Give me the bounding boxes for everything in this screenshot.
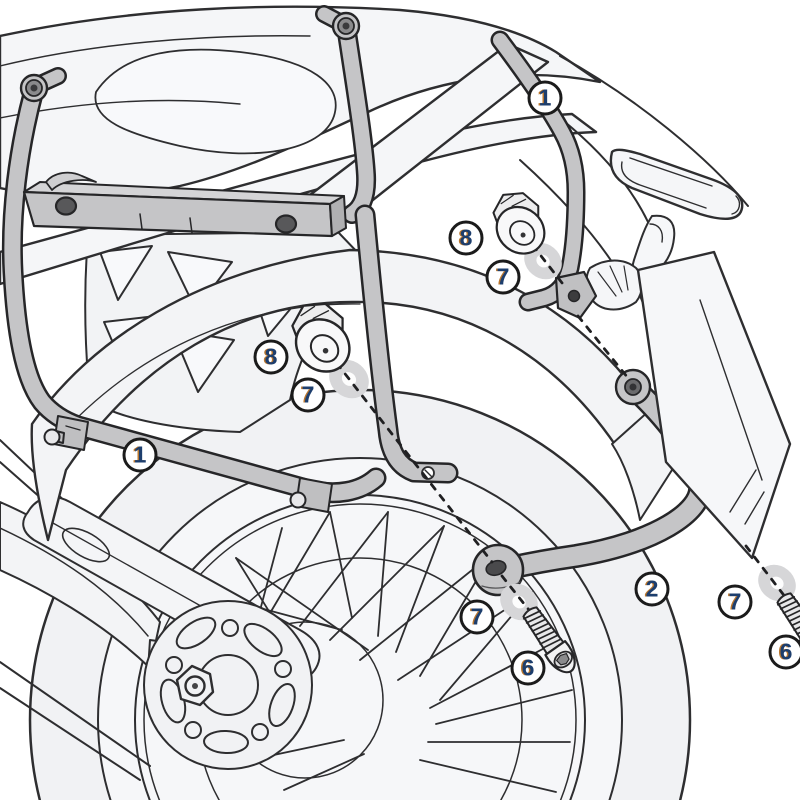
callout-part-1-top: 1 bbox=[527, 80, 563, 116]
callout-part-6-bolt-r: 6 bbox=[768, 634, 800, 670]
fender-bracket bbox=[585, 259, 643, 311]
callout-part-7-bolt-l: 7 bbox=[459, 599, 495, 635]
grab-rail bbox=[609, 148, 744, 220]
rack-mount-tab-front bbox=[43, 415, 89, 451]
axle-nut bbox=[175, 664, 215, 707]
callout-part-8-lower: 8 bbox=[253, 339, 289, 375]
sprocket bbox=[143, 600, 313, 770]
callout-part-2-strap: 2 bbox=[634, 571, 670, 607]
rack-crossbar bbox=[22, 171, 347, 238]
bolt-part6-right bbox=[776, 592, 800, 660]
bolt-part6-left bbox=[522, 606, 576, 674]
knob-part8-upper bbox=[492, 192, 546, 255]
callout-part-6-bolt-l: 6 bbox=[510, 650, 546, 686]
knob-part8-lower bbox=[291, 302, 351, 373]
mud-flap bbox=[636, 250, 792, 560]
rack-mount-tab-rear bbox=[289, 477, 333, 513]
callout-part-7-bolt-r: 7 bbox=[717, 584, 753, 620]
callout-part-7-lower: 7 bbox=[290, 377, 326, 413]
callout-part-7-upper: 7 bbox=[485, 259, 521, 295]
callout-part-8-upper: 8 bbox=[448, 220, 484, 256]
callout-part-1-rack: 1 bbox=[122, 437, 158, 473]
